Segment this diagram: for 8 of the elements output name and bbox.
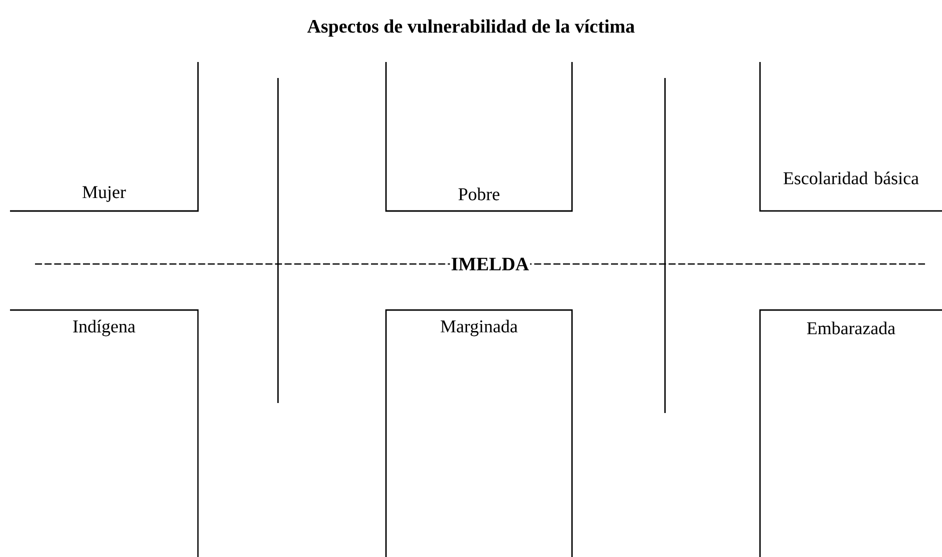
center-label: IMELDA [450,256,530,272]
bracket-box: Escolaridad básica [759,62,942,212]
bracket-box: Pobre [385,62,573,212]
bracket-box: Embarazada [759,309,942,557]
title: Aspectos de vulnerabilidad de la víctima [307,19,635,37]
bracket-box: Mujer [10,62,199,212]
bracket-box: Indígena [10,309,199,557]
bracket-box: Marginada [385,309,573,557]
